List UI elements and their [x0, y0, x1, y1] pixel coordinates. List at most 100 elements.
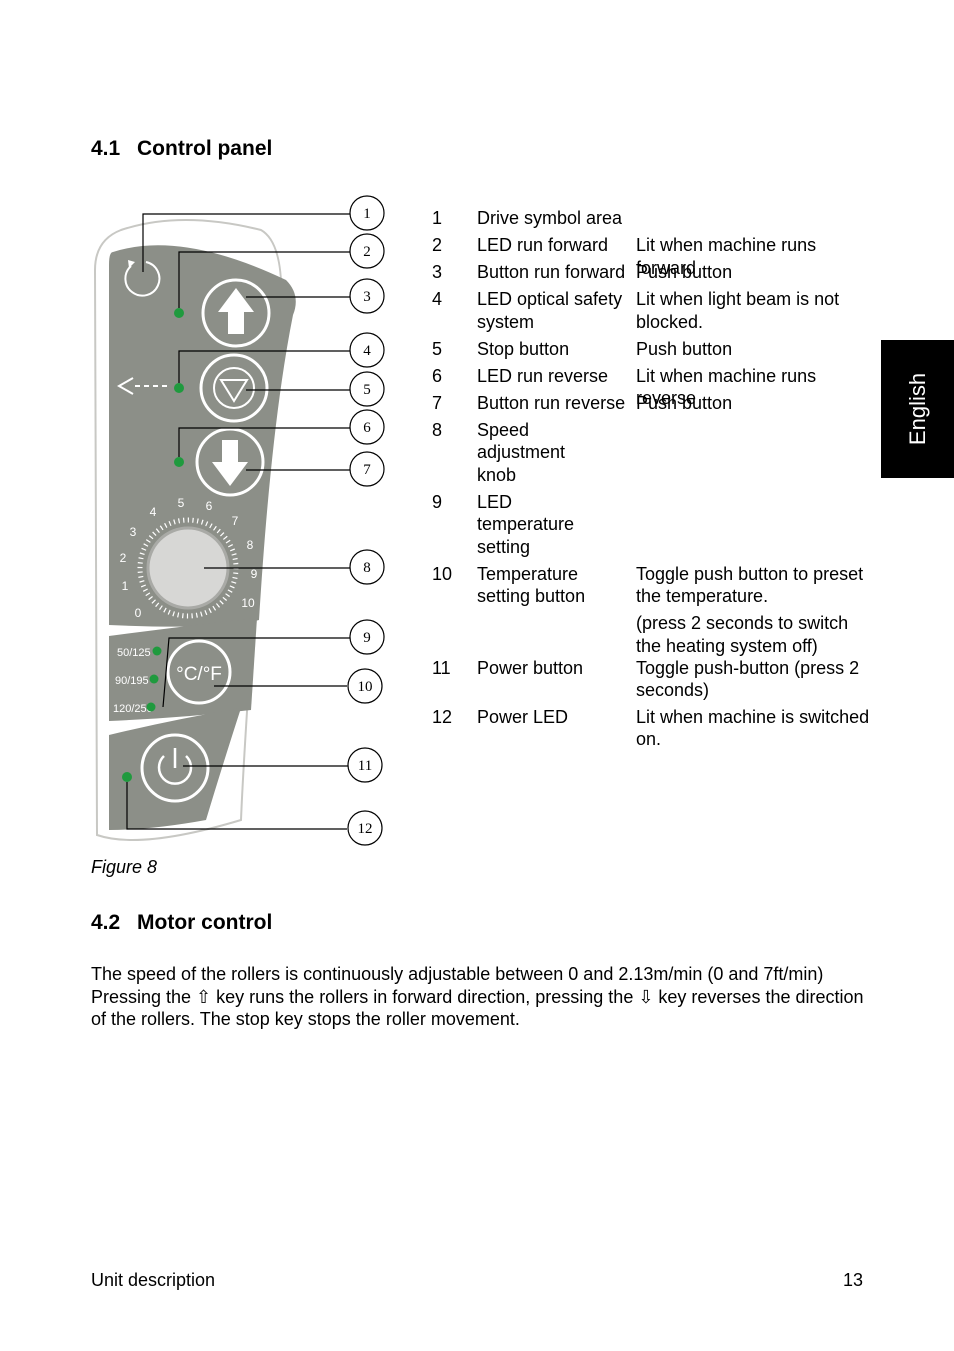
language-tab: English — [881, 340, 954, 478]
legend-number: 2 — [432, 235, 443, 255]
section-number: 4.2 — [91, 911, 121, 934]
legend-row: 11 Power button Toggle push-button (pres… — [432, 657, 872, 701]
legend-number: 11 — [432, 657, 451, 678]
dial-tick: 0 — [135, 606, 142, 620]
legend-row: 9 LED temperature setting — [432, 491, 872, 559]
section-title: Motor control — [137, 911, 273, 934]
section-heading-control-panel: 4.1 Control panel — [91, 137, 272, 161]
power-button-ring — [140, 733, 210, 803]
legend-description: Push button — [636, 392, 733, 413]
dial-tick: 4 — [150, 505, 157, 519]
legend-row: 4 LED optical safety system Lit when lig… — [432, 288, 872, 333]
callout-8: 8 — [363, 560, 371, 576]
dial-tick: 9 — [251, 567, 258, 581]
legend-name: LED run forward — [477, 235, 609, 255]
led-power — [122, 772, 132, 782]
legend-description: Lit when light beam is not blocked. — [636, 289, 840, 332]
control-panel-figure: 0 1 2 3 4 5 6 7 8 9 10 50/125 90/195 120… — [91, 190, 391, 850]
legend-row: 10 Temperature setting button Toggle pus… — [432, 563, 872, 656]
legend-name: Temperature setting button — [477, 563, 586, 607]
reverse-button-ring — [195, 427, 265, 497]
section-number: 4.1 — [91, 137, 121, 160]
callout-11: 11 — [358, 758, 372, 774]
callout-7: 7 — [363, 462, 371, 478]
stop-triangle-icon — [219, 379, 249, 403]
legend-name: LED run reverse — [477, 365, 609, 386]
legend-name: Button run reverse — [477, 392, 626, 413]
drive-symbol-icon — [124, 261, 161, 297]
dial-tick: 6 — [206, 499, 213, 513]
section-heading-motor-control: 4.2 Motor control — [91, 911, 272, 935]
temp-label: 50/125 — [117, 647, 151, 659]
led-temp-2 — [149, 674, 159, 684]
legend-name: Power button — [477, 657, 584, 678]
callout-12: 12 — [358, 821, 373, 837]
callout-9: 9 — [363, 630, 371, 646]
temp-button-ring — [166, 639, 232, 705]
legend-number: 6 — [432, 365, 443, 386]
stop-button-ring — [199, 353, 269, 423]
legend-description: Push button — [636, 338, 733, 359]
legend-name: LED temperature setting — [477, 491, 575, 557]
dial-tick: 7 — [232, 514, 239, 528]
motor-control-paragraph: The speed of the rollers is continuously… — [91, 964, 864, 1029]
legend-row: 12 Power LED Lit when machine is switche… — [432, 706, 872, 750]
panel-upper — [109, 245, 296, 627]
legend-name: Drive symbol area — [477, 208, 623, 228]
figure-caption: Figure 8 — [91, 857, 158, 877]
arrow-up-icon — [218, 288, 254, 334]
legend-description: Lit when machine runs reverse — [636, 365, 817, 409]
legend-number: 1 — [432, 208, 443, 228]
temp-label: 90/195 — [115, 675, 149, 687]
legend-description-line: Toggle push button to preset the tempera… — [636, 563, 864, 607]
power-icon — [157, 755, 193, 785]
dial-tick: 3 — [130, 525, 137, 539]
legend-number: 10 — [432, 563, 453, 584]
dial-tick: 8 — [247, 538, 254, 552]
legend-row: 7 Button run reverse Push button — [432, 392, 872, 415]
led-temp-3 — [146, 702, 156, 712]
legend-name: LED optical safety system — [477, 289, 623, 332]
footer-section-name: Unit description — [91, 1270, 216, 1290]
led-run-reverse — [174, 457, 184, 467]
legend-row: 2 LED run forward Lit when machine runs … — [432, 234, 872, 278]
legend-description: Push button — [636, 262, 733, 282]
arrow-down-icon — [212, 440, 248, 486]
legend-row: 8 Speed adjustment knob — [432, 419, 872, 487]
led-temp-1 — [152, 646, 162, 656]
callout-1: 1 — [363, 206, 371, 222]
callout-10: 10 — [358, 679, 373, 695]
legend-number: 12 — [432, 706, 453, 727]
led-run-forward — [174, 308, 184, 318]
legend-row: 1 Drive symbol area — [432, 207, 872, 230]
legend-row: 3 Button run forward Push button — [432, 261, 872, 284]
legend-name: Button run forward — [477, 262, 626, 282]
callout-4: 4 — [363, 343, 371, 359]
legend-row: 5 Stop button Push button — [432, 338, 872, 361]
dial-tick: 5 — [178, 496, 185, 510]
legend-description: Lit when machine is switched on. — [636, 706, 870, 750]
temp-label: 120/250 — [113, 703, 153, 715]
legend-number: 5 — [432, 338, 443, 359]
legend-table: 1 Drive symbol area 2 LED run forward Li… — [432, 207, 872, 750]
temp-button-label: °C/°F — [176, 664, 222, 685]
legend-number: 3 — [432, 262, 443, 282]
forward-button-ring — [201, 278, 271, 348]
legend-number: 7 — [432, 392, 443, 413]
legend-description: Lit when machine runs forward — [636, 235, 817, 278]
dial-tick: 1 — [122, 579, 129, 593]
footer-page-number: 13 — [842, 1270, 863, 1290]
legend-row: 6 LED run reverse Lit when machine runs … — [432, 365, 872, 409]
legend-description: Toggle push-button (press 2 seconds) — [636, 657, 860, 701]
legend-name: Power LED — [477, 706, 569, 727]
legend-number: 9 — [432, 491, 443, 512]
callout-2: 2 — [363, 244, 371, 260]
language-tab-label: English — [904, 372, 930, 446]
section-title: Control panel — [137, 137, 273, 160]
legend-name: Speed adjustment knob — [477, 419, 566, 485]
callout-5: 5 — [363, 382, 371, 398]
led-optical — [174, 383, 184, 393]
legend-description-note: (press 2 seconds to switch the heating s… — [636, 613, 849, 656]
optical-eye-icon — [116, 377, 134, 395]
dial-tick: 10 — [241, 596, 255, 610]
